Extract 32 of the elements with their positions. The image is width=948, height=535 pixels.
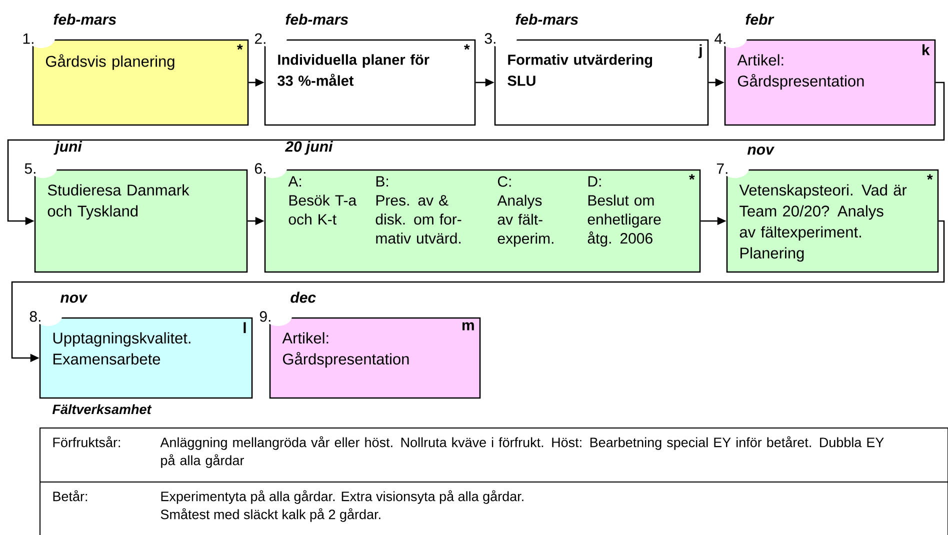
node-label: 4. xyxy=(714,33,726,44)
process-box: 8. Upptagningskvalitet. Examensarbete l xyxy=(30,306,253,399)
process-box: 3. Formativ utvärdering SLU j xyxy=(484,28,709,126)
node-label: 6. xyxy=(254,163,266,174)
process-box: 4. Artikel: Gårdspresentation k xyxy=(714,28,936,126)
process-box: 5. Studieresa Danmark och Tyskland xyxy=(24,158,248,273)
process-box: 6. A: Besök T-a och K-t B: Pres. av & disk. om for- mativ utvärd. C: Analys av fält- experim. D: Beslut om enhetligare åtg. 2006 * xyxy=(254,158,701,273)
process-box: 1. Gårdsvis planering * xyxy=(23,28,249,126)
date-label: 20 juni xyxy=(284,140,333,155)
node-label: 2. xyxy=(254,33,266,44)
date-label: nov xyxy=(60,294,88,303)
row-label: Förfruktsår: xyxy=(53,436,120,448)
node-label: 8. xyxy=(30,311,40,322)
date-label: nov xyxy=(747,146,775,155)
date-label: feb-mars xyxy=(286,14,348,25)
row-label: Betår: xyxy=(53,490,87,502)
date-label: febr xyxy=(746,14,774,25)
table-text: Experimentyta på alla gårdar. Extra visionsyta på alla gårdar. xyxy=(161,490,524,504)
process-box: 9. Artikel: Gårdspresentation m xyxy=(260,306,481,399)
node-label: 9. xyxy=(260,311,270,322)
node-label: 1. xyxy=(23,33,34,44)
table-text: Småtest med släckt kalk på 2 gårdar. xyxy=(160,508,380,522)
node-label: 7. xyxy=(716,163,728,174)
process-box: 2. Individuella planer för 33 %-målet * xyxy=(254,28,476,126)
process-box: 7. Vetenskapsteori. Vad är Team 20/20? Analys av fältexperiment. Planering * xyxy=(716,158,939,273)
node-label: 3. xyxy=(484,33,496,44)
node-label: 5. xyxy=(24,163,36,174)
table-text: Anläggning mellangröda vår eller höst. Nollruta kväve i förfrukt. Höst: Bearbetning special EY inför betåret. Dubbla EY på alla gårdar xyxy=(160,436,884,468)
date-label: dec xyxy=(290,292,316,303)
date-label: feb-mars xyxy=(516,14,578,25)
date-label: juni xyxy=(54,140,82,155)
date-label: feb-mars xyxy=(54,14,116,25)
